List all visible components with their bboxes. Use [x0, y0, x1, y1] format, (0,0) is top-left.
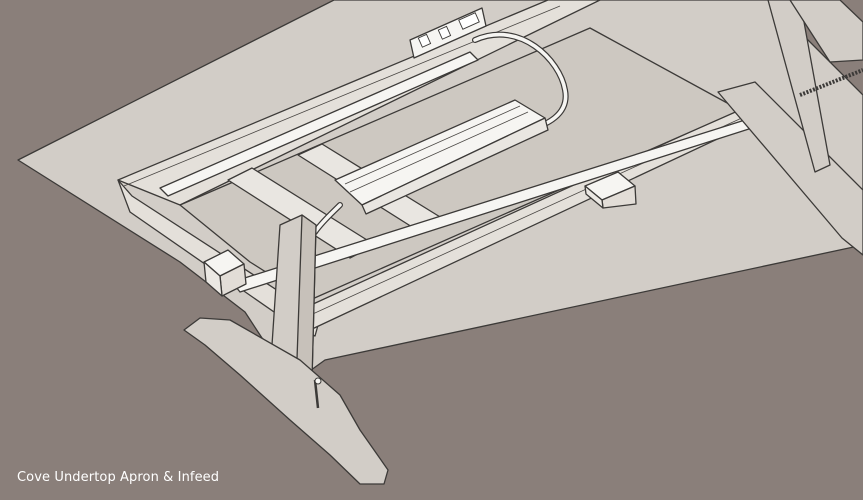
- leg-brace-right: [717, 81, 863, 256]
- leg-post-right: [767, 0, 831, 173]
- power-cable-inner: [473, 32, 568, 132]
- gear-rack: [799, 68, 863, 97]
- leg-bolt: [313, 379, 320, 409]
- leg-bolt-head: [314, 377, 322, 385]
- diagram-caption: Cove Undertop Apron & Infeed: [17, 470, 220, 485]
- outlet-box: [409, 7, 487, 59]
- outlet-receptacle-icon-2: [437, 25, 452, 40]
- infeed-power-strip: [334, 99, 549, 215]
- junction-box-right: [584, 171, 637, 209]
- leg-top-right: [789, 0, 863, 63]
- outlet-data-port-icon: [458, 12, 480, 30]
- power-cable-lower-inner: [313, 203, 342, 234]
- outlet-receptacle-icon: [417, 33, 432, 48]
- wire-channel-back: [159, 51, 479, 197]
- leg-foot-left: [183, 317, 389, 485]
- junction-box-left: [203, 249, 247, 297]
